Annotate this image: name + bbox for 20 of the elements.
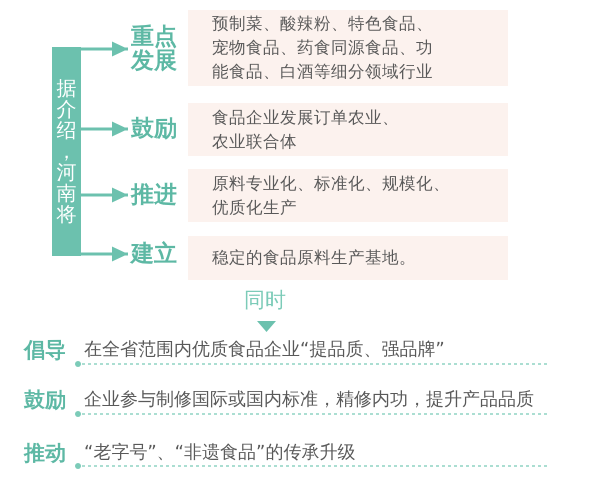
keyword-label: 倡导 <box>24 337 66 363</box>
text-panel: 预制菜、酸辣粉、特色食品、宠物食品、药食同源食品、功能食品、白酒等细分领域行业 <box>188 10 508 86</box>
keyword-label: 重点发展 <box>129 25 179 73</box>
keyword-label: 建立 <box>129 242 179 266</box>
text-panel: 食品企业发展订单农业、农业联合体 <box>188 103 508 156</box>
arrow <box>81 122 128 136</box>
statement-text: “老字号”、“非遗食品”的传承升级 <box>84 441 356 465</box>
section-label: 同时 <box>244 287 286 313</box>
keyword-label: 推动 <box>24 440 66 466</box>
arrow <box>81 42 128 56</box>
text-panel: 稳定的食品原料生产基地。 <box>188 236 508 280</box>
text-panel: 原料专业化、标准化、规模化、优质化生产 <box>188 169 508 222</box>
statement-text: 在全省范围内优质食品企业“提品质、强品牌” <box>84 338 445 362</box>
arrow <box>81 246 128 262</box>
keyword-label: 推进 <box>129 183 179 207</box>
vertical-title-bar: 据介绍，河南将 <box>52 47 81 256</box>
statement-text: 企业参与制修国际或国内标准，精修内功，提升产品品质 <box>84 388 534 412</box>
keyword-label: 鼓励 <box>129 117 179 141</box>
arrow <box>81 188 128 202</box>
keyword-label: 鼓励 <box>24 387 66 413</box>
